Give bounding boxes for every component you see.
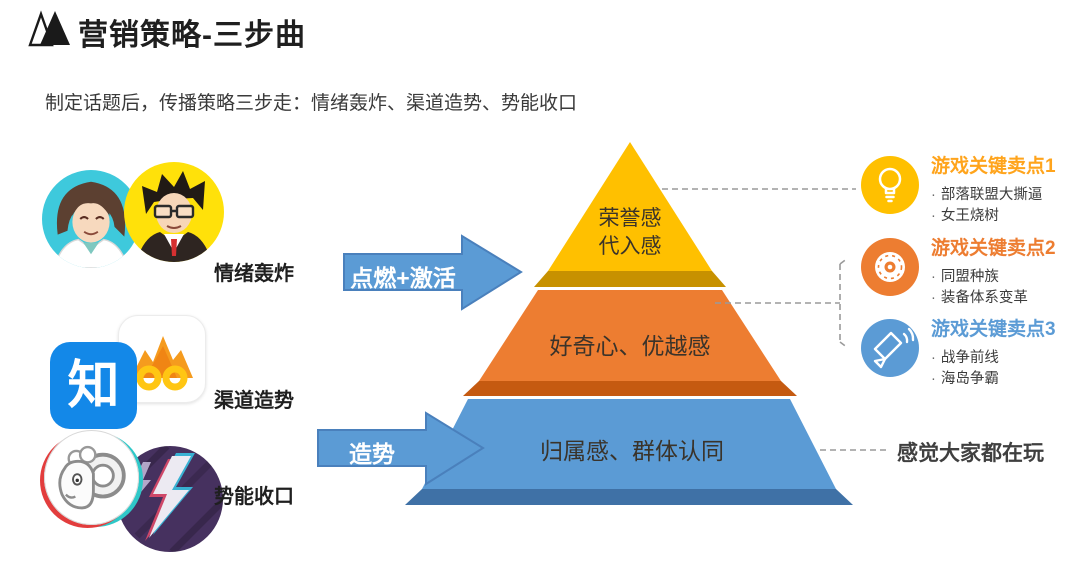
slide-subtitle: 制定话题后，传播策略三步走：情绪轰炸、渠道造势、势能收口 xyxy=(45,93,578,114)
avatar-boy-cyan xyxy=(42,170,140,268)
callout-selling-point-2: 游戏关键卖点2 同盟种族 装备体系变革 xyxy=(861,238,1080,309)
pyramid-level1-label: 荣誉感 代入感 xyxy=(598,207,662,258)
callout-1-title: 游戏关键卖点1 xyxy=(931,156,1056,177)
arrow-shape xyxy=(317,411,485,486)
callout-3-bullet: 海岛争霸 xyxy=(931,369,1080,390)
mountain-logo-icon xyxy=(27,8,71,48)
pyramid-level1-edge xyxy=(534,271,726,287)
arrow-momentum xyxy=(317,411,485,486)
callout-selling-point-1: 游戏关键卖点1 部落联盟大撕逼 女王烧树 xyxy=(861,156,1080,227)
pyramid-level2-edge xyxy=(463,381,797,396)
zhihu-app-icon: 知 xyxy=(50,342,137,429)
step-label-emotion-blast: 情绪轰炸 xyxy=(214,263,294,285)
arrow-momentum-label: 造势 xyxy=(349,441,395,467)
page-title: 营销策略-三步曲 xyxy=(78,19,306,52)
step-label-channel-momentum: 渠道造势 xyxy=(214,390,294,412)
callout-1-bullet: 女王烧树 xyxy=(931,206,1080,227)
lightbulb-icon xyxy=(861,156,919,214)
callout-2-bullet: 装备体系变革 xyxy=(931,288,1080,309)
megaphone-icon xyxy=(861,319,919,377)
pyramid-level3-edge xyxy=(405,489,853,505)
pyramid-level3-label: 归属感、群体认同 xyxy=(540,438,724,464)
callout-2-title: 游戏关键卖点2 xyxy=(931,238,1056,259)
pyramid-level2-label: 好奇心、优越感 xyxy=(549,333,711,359)
callout-3-bullet: 战争前线 xyxy=(931,348,1080,369)
callout-selling-point-3: 游戏关键卖点3 战争前线 海岛争霸 xyxy=(861,319,1080,390)
step-label-potential-capture: 势能收口 xyxy=(214,486,294,508)
arrow-ignite-activate xyxy=(343,234,523,311)
avatar-man-glasses-yellow xyxy=(124,162,224,262)
goat-badge xyxy=(44,430,139,525)
arrow-shape xyxy=(343,234,523,311)
callout-1-bullet: 部落联盟大撕逼 xyxy=(931,185,1080,206)
disc-icon xyxy=(861,238,919,296)
callout-2-bullet: 同盟种族 xyxy=(931,267,1080,288)
callout-3-title: 游戏关键卖点3 xyxy=(931,319,1056,340)
arrow-ignite-activate-label: 点燃+激活 xyxy=(350,265,456,291)
zhihu-glyph: 知 xyxy=(67,356,120,415)
bottom-note: 感觉大家都在玩 xyxy=(897,442,1044,465)
